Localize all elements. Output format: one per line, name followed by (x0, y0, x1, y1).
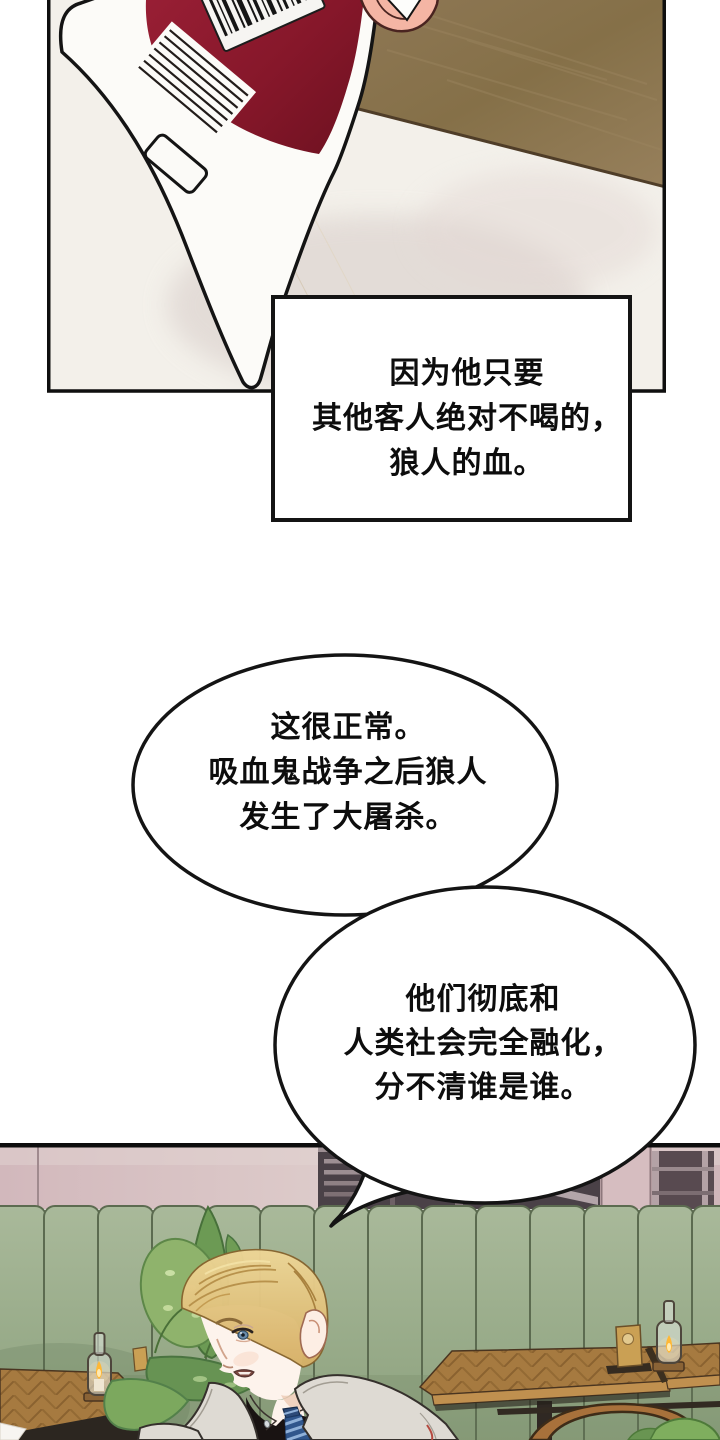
blood-bag (59, 0, 380, 390)
menu-card-left (132, 1346, 149, 1372)
barcode-label (187, 0, 326, 52)
ear (299, 1309, 328, 1359)
wall-pillar (600, 1147, 652, 1209)
menu-stand (606, 1324, 652, 1374)
caption-line: 因为他只要 (389, 357, 545, 390)
right-window (652, 1151, 714, 1209)
blood-fill (145, 0, 364, 154)
man-eye (231, 1324, 254, 1343)
bubble-2-text: 他们彻底和 人类社会完全融化， 分不清谁是谁。 (280, 978, 686, 1110)
table-right (418, 1342, 720, 1440)
hand (360, 0, 439, 33)
candle-bottle-left (83, 1332, 116, 1402)
coat (136, 1374, 460, 1440)
bubble-line: 人类社会完全融化， (343, 1027, 623, 1060)
caption-line: 其他客人绝对不喝的， (312, 402, 622, 435)
bubble-line: 他们彻底和 (405, 983, 561, 1016)
window (318, 1147, 600, 1209)
bubble-line: 分不清谁是谁。 (374, 1071, 592, 1104)
corner-leaves (627, 1417, 720, 1440)
eyebrow (215, 1317, 243, 1325)
caption-text: 因为他只要 其他客人绝对不喝的， 狼人的血。 (297, 351, 637, 486)
table-cloth-corner (0, 1422, 27, 1440)
caption-line: 狼人的血。 (389, 447, 545, 480)
bottom-panel (0, 1143, 720, 1440)
man (136, 1248, 460, 1440)
bubble-line: 发生了大屠杀。 (239, 801, 457, 834)
nose (216, 1338, 234, 1369)
bubble-1-text: 这很正常。 吸血鬼战争之后狼人 发生了大屠杀。 (145, 705, 551, 840)
candle-bottle-right (652, 1300, 685, 1372)
wood-table (322, 0, 666, 189)
man-hair (181, 1248, 329, 1368)
bag-stripe-band (129, 21, 257, 143)
bag-port-tab (143, 133, 209, 194)
bubble-line: 吸血鬼战争之后狼人 (208, 756, 488, 789)
bubble-line: 这很正常。 (270, 711, 426, 744)
necktie (282, 1406, 311, 1440)
mouth (233, 1369, 255, 1378)
chair (528, 1402, 702, 1440)
caption-box: 因为他只要 其他客人绝对不喝的， 狼人的血。 (271, 295, 632, 522)
panel-border (0, 1143, 720, 1148)
